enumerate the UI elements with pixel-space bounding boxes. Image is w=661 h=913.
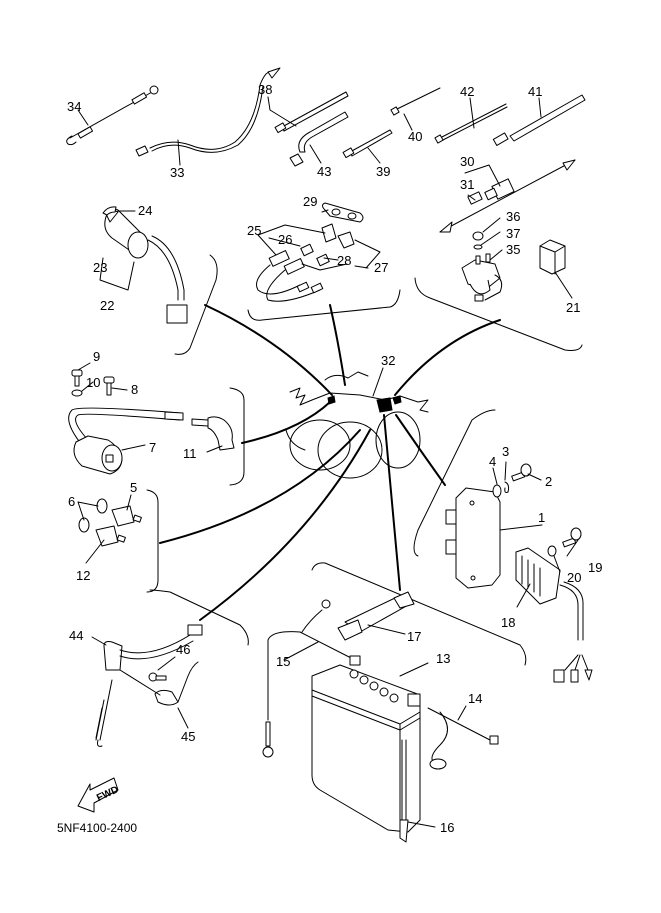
callout-6: 6 — [68, 494, 75, 509]
callout-5: 5 — [130, 480, 137, 495]
callout-41: 41 — [528, 84, 542, 99]
callout-28: 28 — [337, 253, 351, 268]
callout-29: 29 — [303, 194, 317, 209]
part-20-washer — [547, 545, 557, 557]
callout-1: 1 — [538, 510, 545, 525]
part-26-fuse — [300, 243, 314, 257]
part-16-breather-pipe — [399, 739, 409, 843]
part-7-ignition-coil — [68, 407, 184, 475]
callout-32: 32 — [381, 353, 395, 368]
callout-26: 26 — [278, 232, 292, 247]
callout-16: 16 — [440, 820, 454, 835]
part-43-band — [289, 111, 349, 167]
callout-7: 7 — [149, 440, 156, 455]
part-39-band — [342, 129, 393, 159]
part-35-starter-relay — [461, 253, 503, 302]
fwd-arrow-icon: FWD — [77, 777, 120, 813]
callout-14: 14 — [468, 691, 482, 706]
callout-19: 19 — [588, 560, 602, 575]
callout-30: 30 — [460, 154, 474, 169]
callout-24: 24 — [138, 203, 152, 218]
part-44-switch — [95, 624, 203, 747]
callout-31: 31 — [460, 177, 474, 192]
part-18-rectifier-regulator — [515, 547, 593, 683]
callout-25: 25 — [247, 223, 261, 238]
callout-27: 27 — [374, 260, 388, 275]
callout-37: 37 — [506, 226, 520, 241]
part-13-battery — [311, 664, 421, 833]
part-11-plug-cap — [191, 416, 235, 451]
callout-17: 17 — [407, 629, 421, 644]
part-41-band — [492, 94, 586, 146]
part-34-lead — [66, 85, 159, 146]
part-38-band — [274, 91, 349, 134]
callout-46: 46 — [176, 642, 190, 657]
part-5-switch — [111, 505, 142, 527]
part-3-lock-washer — [504, 481, 510, 493]
callout-18: 18 — [501, 615, 515, 630]
leader-lines — [77, 96, 579, 828]
callout-23: 23 — [93, 260, 107, 275]
part-24-cap — [102, 206, 117, 216]
callout-10: 10 — [86, 375, 100, 390]
part-8-bolt — [103, 376, 115, 396]
part-1-cdi-unit — [445, 487, 501, 589]
part-2-bolt — [511, 463, 532, 482]
part-28-fuse — [316, 253, 330, 267]
vehicle-outline — [285, 371, 429, 479]
callout-2: 2 — [545, 474, 552, 489]
callout-11: 11 — [183, 446, 197, 461]
callout-22: 22 — [100, 298, 114, 313]
callout-12: 12 — [76, 568, 90, 583]
callout-8: 8 — [131, 382, 138, 397]
part-45-bracket — [154, 661, 199, 706]
callout-9: 9 — [93, 349, 100, 364]
part-21-relay — [539, 239, 566, 275]
callout-labels: 34 33 38 43 39 40 42 41 24 23 22 29 25 2… — [67, 82, 602, 835]
callout-43: 43 — [317, 164, 331, 179]
part-10-washer — [71, 389, 83, 397]
part-22-main-switch — [104, 208, 188, 324]
wire-harness-lines — [159, 304, 501, 621]
callout-15: 15 — [276, 654, 290, 669]
part-19-bolt — [562, 527, 582, 548]
callout-3: 3 — [502, 444, 509, 459]
part-36-nut — [472, 231, 484, 241]
callout-42: 42 — [460, 84, 474, 99]
part-14-breather-pipe — [427, 707, 499, 770]
part-12-switch — [95, 525, 126, 547]
group-brackets — [146, 254, 583, 666]
part-46-bolt — [148, 672, 167, 682]
part-17-battery-band — [337, 591, 415, 641]
callout-45: 45 — [181, 729, 195, 744]
part-29-holder — [322, 202, 364, 223]
callout-13: 13 — [436, 651, 450, 666]
part-27-cap — [321, 223, 355, 249]
callout-20: 20 — [567, 570, 581, 585]
part-25-fuse-holder — [256, 250, 324, 302]
callout-4: 4 — [489, 454, 496, 469]
callout-36: 36 — [506, 209, 520, 224]
callout-40: 40 — [408, 129, 422, 144]
part-37-washer — [473, 244, 483, 250]
part-30-starter-relay — [439, 159, 576, 233]
diagram-code: 5NF4100-2400 — [57, 821, 137, 835]
part-40-band — [390, 87, 441, 116]
callout-21: 21 — [566, 300, 580, 315]
part-9-bolt — [71, 369, 83, 387]
callout-35: 35 — [506, 242, 520, 257]
part-31-fuse — [467, 191, 483, 205]
callout-38: 38 — [258, 82, 272, 97]
callout-44: 44 — [69, 628, 83, 643]
part-15-battery-lead — [262, 599, 361, 758]
callout-39: 39 — [376, 164, 390, 179]
part-4-washer — [492, 484, 502, 498]
part-6-gasket — [78, 498, 108, 533]
callout-33: 33 — [170, 165, 184, 180]
callout-34: 34 — [67, 99, 81, 114]
part-33-lead — [135, 67, 281, 157]
